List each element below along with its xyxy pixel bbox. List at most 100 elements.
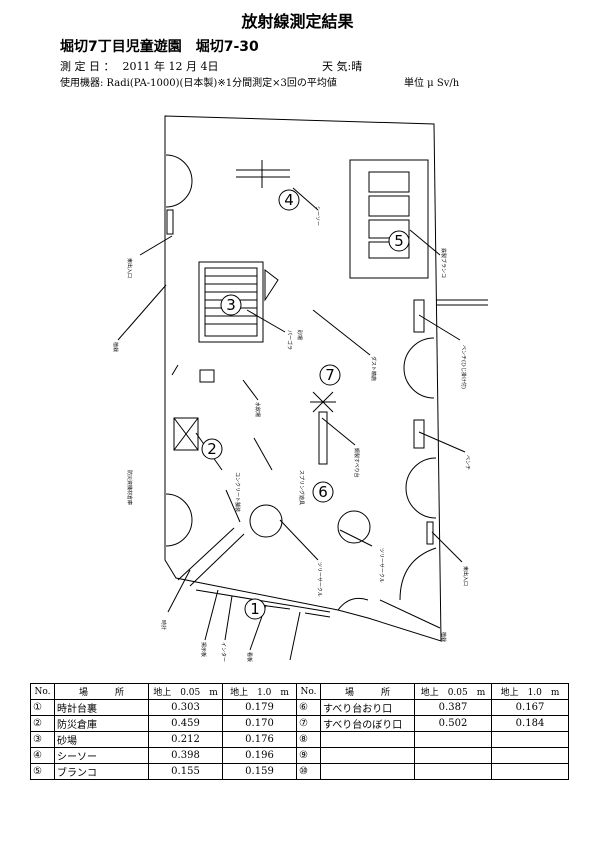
cell-place: シーソー [54, 747, 149, 764]
planting-left-lower [165, 493, 193, 547]
cell-no: ⑦ [296, 715, 321, 732]
cell-no: ③ [30, 731, 55, 748]
label-faucet: 水飲場 [254, 402, 261, 417]
point-3-label: 3 [226, 296, 236, 314]
cell-1m: 0.179 [222, 699, 297, 716]
label-spring: スプリング遊具 [298, 470, 305, 505]
planting-right-lower [405, 457, 437, 519]
point-1-label: 1 [250, 600, 260, 618]
label-disaster-store: 防災資機材倉庫 [126, 470, 133, 505]
label-sign-c: 看板 [246, 652, 253, 662]
cell-1m: 0.167 [491, 699, 569, 716]
label-tree-circle-left: ツリーサークル [316, 562, 322, 597]
cell-1m [491, 731, 569, 748]
table-row: ① 時計台裏 0.303 0.179 ⑥ すべり台おり口 0.387 0.167 [30, 699, 569, 716]
equipment-note: 使用機器: Radi(PA-1000)(日本製)※1分間測定×3回の平均値 [60, 78, 337, 89]
table-row: ③ 砂場 0.212 0.176 ⑧ [30, 731, 569, 748]
label-sign-a: 掲示板 [200, 642, 207, 657]
label-east-gate-top: 東出入口 [126, 258, 133, 278]
date-label: 測 定 日 ： [60, 60, 115, 73]
cell-no: ② [30, 715, 55, 732]
label-planting-left: 植栽 [112, 342, 119, 352]
planting-right-corner [399, 547, 437, 601]
tree-circle-right [337, 510, 371, 544]
label-swing: 鉄製ブランコ [440, 248, 447, 278]
header-no: No. [296, 683, 321, 700]
location-name: 堀切7丁目児童遊園 [60, 39, 182, 55]
cell-no: ⑨ [296, 747, 321, 764]
point-4-label: 4 [284, 191, 294, 209]
point-7-label: 7 [325, 366, 335, 384]
cell-005m: 0.155 [148, 763, 223, 780]
east-gate-top-mark [166, 209, 174, 235]
bench-with-arm-icon [413, 299, 425, 333]
label-planting-right: 植栽 [440, 632, 447, 642]
disaster-store-icon [173, 417, 199, 451]
cell-1m: 0.196 [222, 747, 297, 764]
cell-1m [491, 763, 569, 780]
east-gate-right-mark [426, 521, 434, 545]
header-005m: 地上 0.05 m [414, 683, 492, 700]
header-place: 場 所 [320, 683, 415, 700]
cell-005m: 0.387 [414, 699, 492, 716]
faucet-icon [199, 369, 215, 383]
cell-place: 砂場 [54, 731, 149, 748]
park-boundary [164, 115, 442, 642]
header-005m: 地上 0.05 m [148, 683, 223, 700]
header-no: No. [30, 683, 55, 700]
cell-place: ブランコ [54, 763, 149, 780]
cell-1m: 0.159 [222, 763, 297, 780]
date-value: 2011 年 12 月 4日 [122, 60, 219, 73]
cell-005m: 0.502 [414, 715, 492, 732]
measurement-date: 測 定 日 ： 2011 年 12 月 4日 [60, 58, 218, 74]
cell-005m: 0.212 [148, 731, 223, 748]
swing-icon [349, 159, 429, 279]
point-2-label: 2 [207, 440, 217, 458]
park-map: 4 5 3 7 2 6 1 シーソー 鉄製ブランコ パーゴラ 砂場 ダスト精施 … [112, 115, 488, 662]
cell-no: ④ [30, 747, 55, 764]
point-6-label: 6 [318, 483, 328, 501]
weather: 天 気:晴 [322, 60, 363, 73]
location-code: 堀切7-30 [195, 39, 259, 55]
results-table: No. 場 所 地上 0.05 m 地上 1.0 m No. 場 所 地上 0.… [30, 683, 569, 780]
cell-place: 時計台裏 [54, 699, 149, 716]
planting-right-upper [403, 337, 435, 399]
cell-place [320, 731, 415, 748]
cell-place: すべり台のぼり口 [320, 715, 415, 732]
cell-no: ⑧ [296, 731, 321, 748]
cell-place [320, 763, 415, 780]
cell-no: ① [30, 699, 55, 716]
table-header-row: No. 場 所 地上 0.05 m 地上 1.0 m No. 場 所 地上 0.… [30, 683, 569, 700]
cell-1m: 0.184 [491, 715, 569, 732]
cell-1m: 0.176 [222, 731, 297, 748]
tree-circle-left [249, 504, 283, 538]
label-toilet: ダスト精施 [370, 356, 377, 381]
table-row: ④ シーソー 0.398 0.196 ⑨ [30, 747, 569, 764]
cell-no: ⑩ [296, 763, 321, 780]
label-sign-b: インター [220, 642, 227, 662]
cell-005m [414, 763, 492, 780]
seesaw-icon [236, 160, 290, 188]
label-seesaw: シーソー [314, 206, 320, 226]
label-clock: 時計 [160, 620, 167, 630]
table-row: ⑤ ブランコ 0.155 0.159 ⑩ [30, 763, 569, 780]
cell-005m [414, 747, 492, 764]
concrete-path [177, 527, 245, 587]
location-heading: 堀切7丁目児童遊園堀切7-30 [60, 36, 259, 56]
cell-005m: 0.398 [148, 747, 223, 764]
measurement-points: 4 5 3 7 2 6 1 [201, 189, 410, 620]
label-east-gate-right: 東出入口 [462, 566, 469, 586]
slide-icon [310, 391, 336, 465]
point-5-label: 5 [394, 232, 404, 250]
sandbox-icon [198, 261, 279, 343]
page-title: 放射線測定結果 [241, 12, 354, 31]
cell-no: ⑤ [30, 763, 55, 780]
cell-005m: 0.303 [148, 699, 223, 716]
label-bench: ベンチ [464, 455, 470, 470]
cell-1m [491, 747, 569, 764]
cell-place: すべり台おり口 [320, 699, 415, 716]
cell-place: 防災倉庫 [54, 715, 149, 732]
unit-note: 単位 μ Sv/h [404, 78, 460, 89]
label-bench-with-arm: ベンチ(ひじ掛け付) [460, 345, 467, 389]
label-concrete: コンクリート舗装 [234, 472, 241, 512]
